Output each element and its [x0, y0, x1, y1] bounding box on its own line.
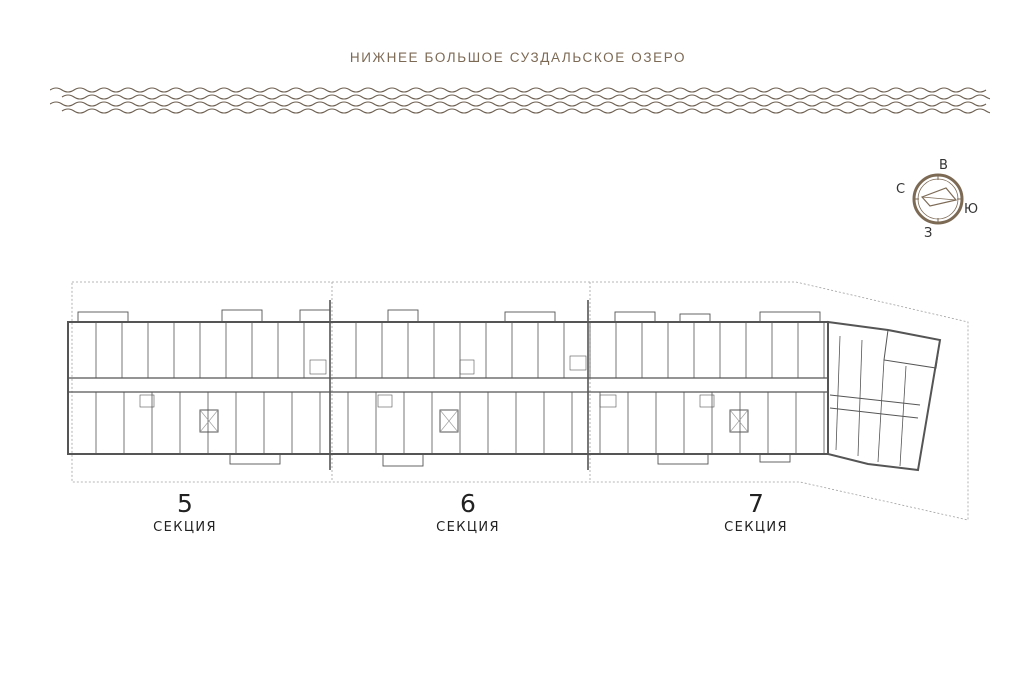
loggia: [77, 311, 129, 323]
loggia: [387, 309, 419, 323]
section-7[interactable]: 7 СЕКЦИЯ: [701, 489, 811, 536]
loggia: [382, 453, 424, 467]
stair-hatch: [439, 409, 459, 433]
loggia: [229, 453, 281, 465]
loggia: [299, 309, 331, 323]
corridor-wall: [829, 394, 921, 406]
bathroom: [377, 394, 393, 408]
stair-hatch: [729, 409, 749, 433]
loggia: [614, 311, 656, 323]
section-number: 7: [748, 489, 764, 518]
loggia: [221, 309, 263, 323]
bathroom: [569, 355, 587, 371]
lake-title: НИЖНЕЕ БОЛЬШОЕ СУЗДАЛЬСКОЕ ОЗЕРО: [349, 50, 687, 65]
stair-core: [729, 409, 749, 433]
stair-core: [199, 409, 219, 433]
section-label: СЕКЦИЯ: [153, 520, 217, 535]
wave-line: [50, 87, 987, 93]
lake-waves: [50, 87, 990, 114]
compass-north: С: [896, 182, 906, 197]
bathroom: [309, 359, 327, 375]
corridor-wall: [829, 407, 919, 419]
bathroom: [699, 394, 715, 408]
section-number: 6: [460, 489, 476, 518]
partition: [835, 335, 841, 451]
stair-core: [439, 409, 459, 433]
site-boundary: [71, 281, 969, 521]
building-outline: [67, 321, 829, 455]
loggia: [679, 313, 711, 323]
partition: [877, 359, 885, 463]
compass-rose: С В Ю З: [888, 152, 988, 244]
building-walls: [67, 300, 942, 472]
wave-line: [61, 94, 990, 100]
compass-east: В: [939, 158, 948, 173]
angled-wing-room: [883, 329, 941, 369]
bathroom: [599, 394, 617, 408]
loggia: [759, 453, 791, 463]
loggia: [657, 453, 709, 465]
section-label: СЕКЦИЯ: [724, 520, 788, 535]
compass-south: Ю: [964, 202, 979, 217]
section-5[interactable]: 5 СЕКЦИЯ: [130, 489, 240, 536]
loggia: [504, 311, 556, 323]
angled-wing: [827, 320, 942, 472]
section-label: СЕКЦИЯ: [436, 520, 500, 535]
loggia: [759, 311, 821, 323]
section-6[interactable]: 6 СЕКЦИЯ: [413, 489, 523, 536]
stair-hatch: [199, 409, 219, 433]
compass-west: З: [924, 226, 933, 241]
section-number: 5: [177, 489, 193, 518]
bathroom: [459, 359, 475, 375]
wave-line: [61, 108, 990, 114]
compass-dial-icon: [912, 173, 964, 225]
wave-line: [50, 101, 987, 107]
bathroom: [139, 394, 155, 408]
